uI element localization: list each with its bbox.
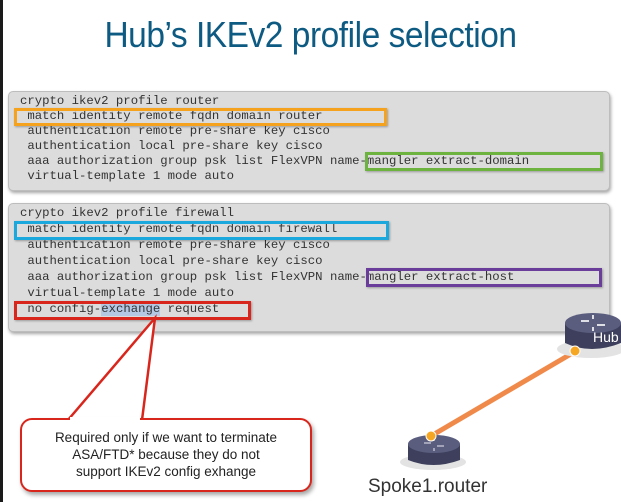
code-line: authentication local pre-share key cisco — [20, 254, 323, 268]
name-mangler-value: name-mangler extract-host — [329, 270, 515, 284]
left-border — [0, 0, 3, 502]
code-text: no config- — [20, 302, 102, 316]
code-text: aaa authorization group psk list FlexVPN — [20, 270, 330, 284]
callout-note: Required only if we want to terminate AS… — [20, 418, 312, 492]
hub-router-icon — [557, 313, 621, 358]
code-line: aaa authorization group psk list FlexVPN… — [20, 154, 529, 169]
config-exchange-highlight — [14, 301, 251, 320]
code-line: match identity remote fqdn domain firewa… — [20, 222, 338, 236]
selected-text[interactable]: exchange — [101, 302, 161, 316]
code-line: crypto ikev2 profile router — [20, 94, 220, 108]
spoke-router-icon — [400, 430, 466, 470]
tunnel-link — [428, 348, 579, 439]
code-block-firewall-profile: crypto ikev2 profile firewall match iden… — [8, 203, 610, 332]
code-line: aaa authorization group psk list FlexVPN… — [20, 270, 514, 285]
code-line: virtual-template 1 mode auto — [20, 169, 235, 183]
page-title: Hub’s IKEv2 profile selection — [104, 14, 517, 55]
code-line: virtual-template 1 mode auto — [20, 286, 235, 300]
hub-label: Hub — [593, 329, 619, 345]
code-line: authentication remote pre-share key cisc… — [20, 238, 330, 252]
match-identity-highlight — [14, 108, 387, 126]
name-mangler-value: name-mangler extract-domain — [329, 154, 530, 168]
callout-text-line: Required only if we want to terminate — [54, 430, 278, 445]
callout-text-line: support IKEv2 config exhange — [75, 464, 257, 479]
code-line: authentication remote pre-share key cisc… — [20, 124, 330, 138]
code-line: crypto ikev2 profile firewall — [20, 206, 235, 220]
code-text: aaa authorization group psk list FlexVPN — [20, 154, 330, 168]
code-text: request — [160, 302, 220, 316]
name-mangler-highlight — [365, 152, 603, 171]
code-line-config-exchange: no config-exchange request — [20, 302, 219, 317]
code-line: authentication local pre-share key cisco — [20, 139, 323, 153]
name-mangler-highlight — [366, 268, 602, 287]
code-block-router-profile: crypto ikev2 profile router match identi… — [8, 91, 610, 191]
callout-seam — [70, 417, 140, 422]
code-line: match identity remote fqdn domain router — [20, 109, 323, 123]
spoke-label: Spoke1.router — [368, 476, 488, 497]
match-identity-highlight — [14, 221, 389, 240]
callout-text-line: ASA/FTD* because they do not — [72, 447, 260, 462]
